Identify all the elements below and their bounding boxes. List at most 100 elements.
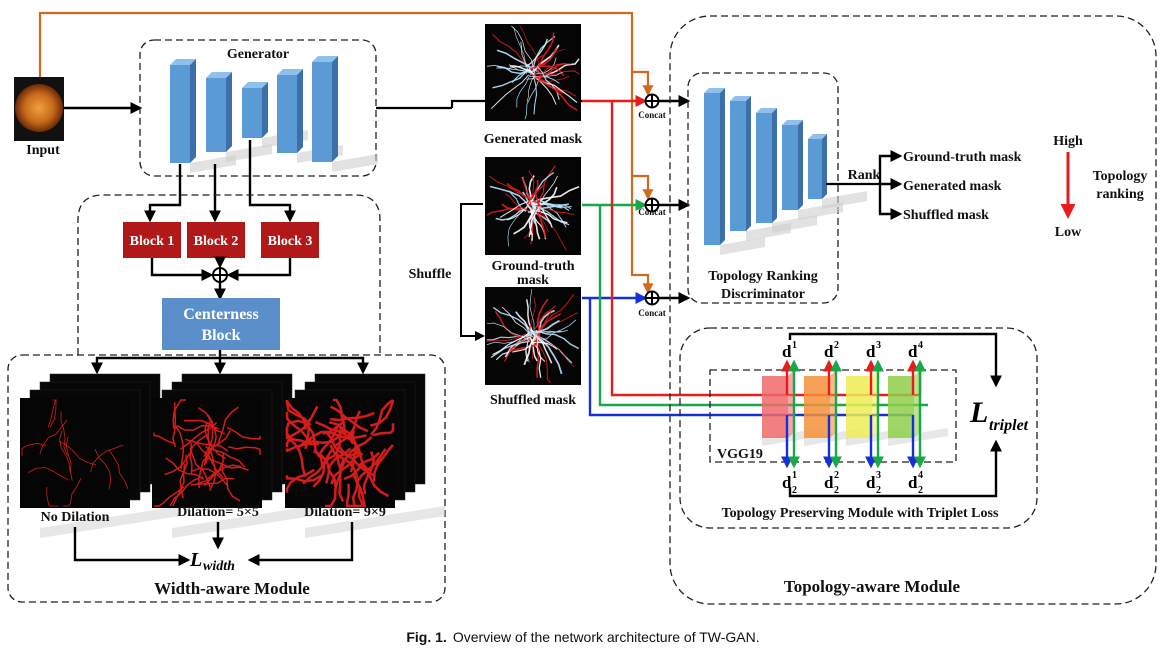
dilation-stack — [20, 373, 180, 538]
d2-superscript: 3 — [876, 470, 881, 481]
width-module-box — [7, 354, 446, 603]
dilation-front-image — [20, 398, 130, 508]
rank-to-shuffled — [878, 184, 903, 220]
generator-box — [139, 39, 377, 177]
svg-text:L: L — [189, 549, 202, 571]
caption-fig-number: Fig. 1. — [406, 629, 446, 645]
d1-label: d — [866, 342, 876, 361]
discriminator-box — [687, 72, 839, 304]
dilation-stack — [285, 373, 445, 538]
triplet-module-box — [679, 327, 1038, 529]
block-1: Block 1 — [123, 222, 181, 258]
concat-label-1: Concat — [638, 110, 666, 120]
ground-truth-mask-image — [485, 157, 581, 255]
dilation-stack — [152, 373, 312, 538]
gt-mask-label-1: Ground-truth — [492, 259, 575, 274]
discriminator-layer — [808, 134, 867, 209]
d1-superscript: 3 — [876, 340, 881, 351]
dilation-5-label: Dilation= 5×5 — [177, 505, 259, 520]
generator-layers — [170, 56, 378, 173]
d2-label: d — [824, 473, 834, 492]
dilation-front-image — [152, 398, 262, 508]
discriminator-layer — [756, 108, 817, 233]
d2-subscript: 2 — [792, 485, 797, 496]
centerness-label-2: Block — [201, 327, 240, 344]
no-dilation-label: No Dilation — [41, 510, 110, 525]
generator-layer — [170, 59, 236, 173]
block1-to-sum — [150, 258, 214, 281]
input-label: Input — [26, 143, 60, 158]
centerness-to-stack1 — [91, 350, 222, 375]
generated-mask-label: Generated mask — [484, 132, 583, 147]
discriminator-layer — [704, 88, 765, 255]
shuffled-mask-image — [485, 287, 581, 385]
d2-to-triplet — [788, 439, 1002, 498]
d2-subscript: 2 — [918, 485, 923, 496]
gt-mask-label-2: mask — [517, 273, 549, 288]
topology-ranking-label-1: Topology — [1093, 169, 1148, 184]
dilation-stacks — [20, 373, 445, 538]
concat-nodes — [644, 93, 660, 306]
rank-output-gt: Ground-truth mask — [903, 150, 1022, 165]
rank-label: Rank — [848, 168, 881, 183]
concat-node — [644, 290, 660, 306]
caption-text: Overview of the network architecture of … — [453, 629, 760, 645]
dil9-to-lwidth — [247, 522, 354, 566]
branch-to-block3 — [248, 140, 296, 223]
concat-label-2: Concat — [638, 207, 666, 217]
topology-module-box — [669, 15, 1157, 605]
generator-layer — [312, 56, 378, 172]
d2-subscript: 2 — [876, 485, 881, 496]
no-dilation-to-lwidth — [73, 527, 191, 566]
l-width: L width — [189, 549, 235, 574]
block-3-label: Block 3 — [268, 234, 313, 249]
d2-subscript: 2 — [834, 485, 839, 496]
d2-label: d — [908, 473, 918, 492]
d1-superscript: 4 — [918, 340, 923, 351]
centerness-block: Centerness Block — [162, 298, 280, 350]
orange-branch-3 — [630, 176, 654, 295]
d2-label: d — [782, 473, 792, 492]
block-2: Block 2 — [187, 222, 245, 258]
concat-label-3: Concat — [638, 308, 666, 318]
input-image — [14, 77, 64, 141]
concat-node — [644, 197, 660, 213]
triplet-module-label: Topology Preserving Module with Triplet … — [722, 506, 999, 521]
shuffle-label: Shuffle — [409, 267, 452, 282]
block-region-dash — [77, 194, 381, 355]
discriminator-layers — [704, 88, 867, 255]
rank-output-generated: Generated mask — [903, 179, 1002, 194]
d1-superscript: 2 — [834, 340, 839, 351]
rank-to-gt — [878, 150, 903, 184]
orange-branch-2 — [630, 72, 654, 201]
block-3: Block 3 — [261, 222, 319, 258]
d2-superscript: 1 — [792, 470, 797, 481]
discriminator-label-2: Discriminator — [721, 287, 805, 302]
shuffle-bracket — [460, 203, 485, 341]
d1-to-triplet — [788, 332, 1002, 388]
shuffled-mask-label: Shuffled mask — [490, 393, 576, 408]
d2-superscript: 4 — [918, 470, 923, 481]
svg-text:L: L — [969, 396, 988, 429]
block3-to-sum — [226, 258, 292, 281]
generator-label: Generator — [227, 47, 289, 62]
block-2-label: Block 2 — [194, 234, 239, 249]
dilation-front-image — [285, 398, 395, 508]
d1-superscript: 1 — [792, 340, 797, 351]
high-label: High — [1053, 134, 1083, 149]
discriminator-label-1: Topology Ranking — [708, 269, 818, 284]
rank-output-shuffled: Shuffled mask — [903, 208, 989, 223]
vgg-block — [888, 370, 948, 446]
centerness-label-1: Centerness — [183, 306, 259, 323]
concat-node — [644, 93, 660, 109]
svg-text:triplet: triplet — [989, 417, 1029, 434]
orange-input-line — [38, 11, 654, 97]
d1-label: d — [782, 342, 792, 361]
generated-mask-image — [485, 24, 581, 121]
topology-ranking-label-2: ranking — [1096, 187, 1143, 202]
